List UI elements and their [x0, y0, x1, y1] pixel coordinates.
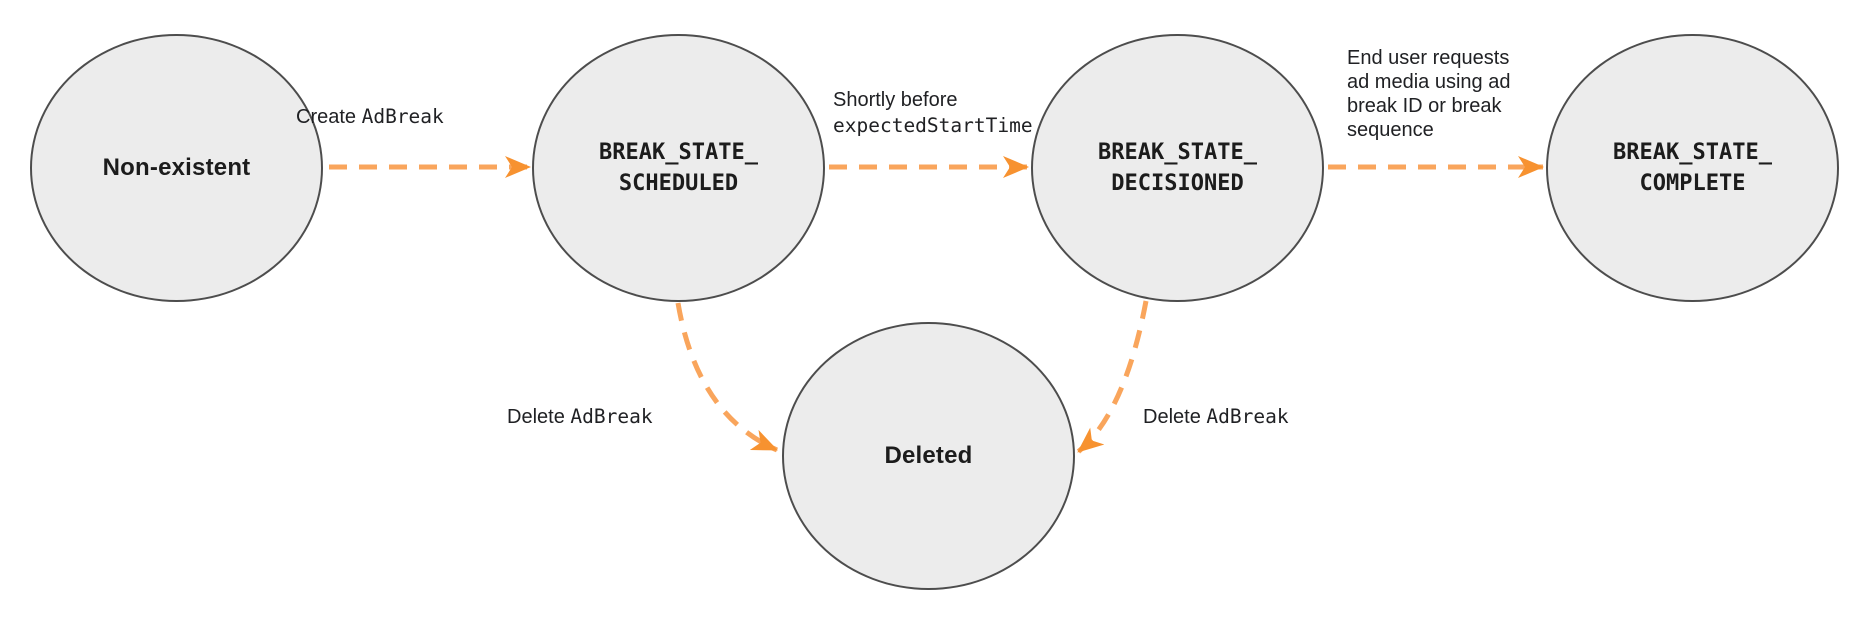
- edge-label-text: Delete: [1143, 406, 1207, 428]
- state-node-break-state-scheduled: BREAK_STATE_ SCHEDULED: [532, 34, 825, 302]
- state-node-label: BREAK_STATE_ COMPLETE: [1613, 140, 1772, 196]
- edge-label-text: Create: [296, 106, 362, 128]
- state-node-label: BREAK_STATE_ DECISIONED: [1098, 140, 1257, 196]
- edge-label-end-user-requests: End user requests ad media using ad brea…: [1347, 47, 1511, 141]
- arrow-scheduled-to-deleted: [675, 302, 779, 453]
- edge-label-code: AdBreak: [1206, 405, 1289, 428]
- state-node-label: BREAK_STATE_ SCHEDULED: [599, 140, 758, 196]
- state-node-label: Non-existent: [102, 154, 251, 181]
- edge-label-delete-adbreak-right: Delete AdBreak: [1143, 404, 1289, 430]
- edge-label-delete-adbreak-left: Delete AdBreak: [507, 404, 653, 430]
- edge-label-shortly-before-expectedstarttime: Shortly before expectedStartTime: [833, 88, 1033, 138]
- edge-label-code: AdBreak: [361, 105, 444, 128]
- edge-label-text: Delete: [507, 406, 571, 428]
- state-node-non-existent: Non-existent: [30, 34, 323, 302]
- state-node-label: Deleted: [884, 442, 973, 469]
- edge-label-create-adbreak: Create AdBreak: [296, 104, 444, 130]
- arrow-decisioned-to-deleted: [1076, 300, 1149, 454]
- edge-label-code: AdBreak: [570, 405, 653, 428]
- state-node-break-state-decisioned: BREAK_STATE_ DECISIONED: [1031, 34, 1324, 302]
- state-node-deleted: Deleted: [782, 322, 1075, 590]
- state-node-break-state-complete: BREAK_STATE_ COMPLETE: [1546, 34, 1839, 302]
- edge-label-code: expectedStartTime: [833, 114, 1033, 137]
- edge-label-text: Shortly before: [833, 89, 958, 111]
